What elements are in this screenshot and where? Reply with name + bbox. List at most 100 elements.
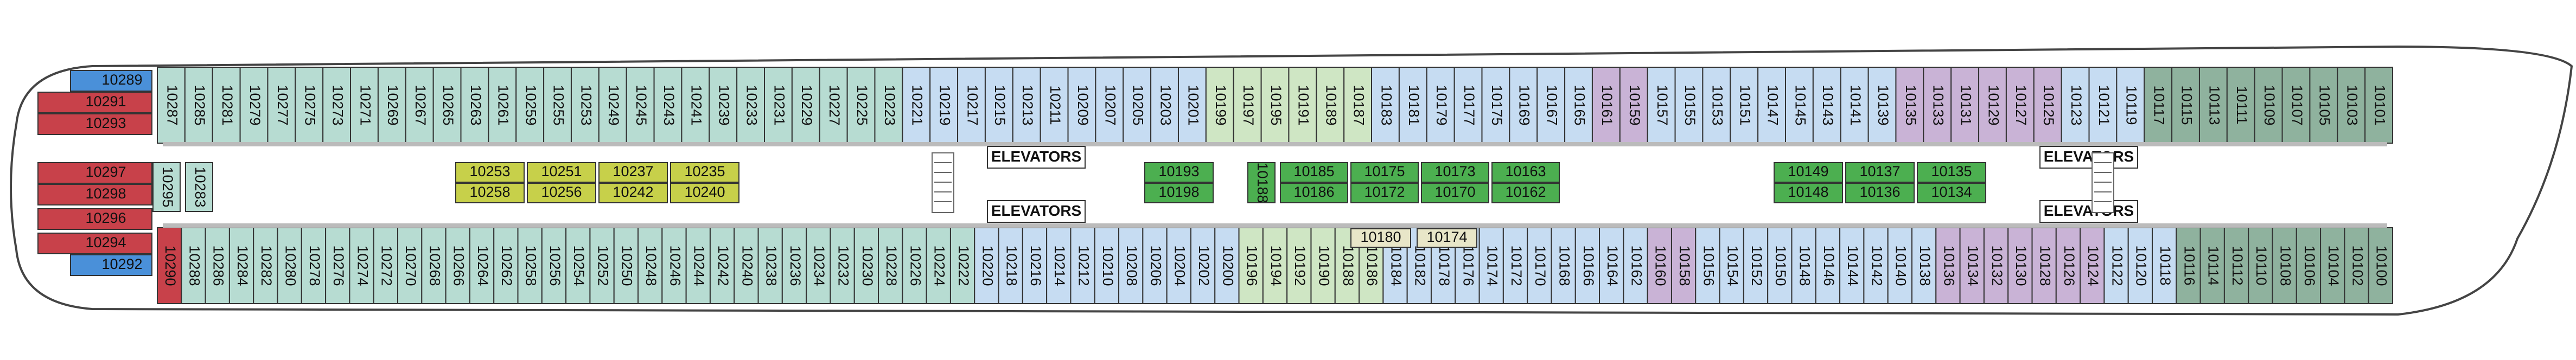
cabin-10238[interactable] [757,227,783,304]
cabin-10281[interactable] [212,67,241,144]
cabin-10114[interactable] [2199,227,2225,304]
cabin-10180[interactable] [1350,228,1411,248]
cabin-10275[interactable] [295,67,324,144]
inside-cabin-10240[interactable] [670,183,739,203]
inside-cabin-10251[interactable] [527,162,596,183]
cabin-10140[interactable] [1887,227,1912,304]
cabin-10125[interactable] [2033,67,2062,144]
elevators-aft-bottom[interactable]: ELEVATORS [2039,200,2138,223]
cabin-10280[interactable] [277,227,302,304]
suite-10291[interactable] [37,92,152,113]
elevators-fwd-top[interactable]: ELEVATORS [987,146,1086,169]
inside-cabin-10163[interactable] [1491,162,1560,183]
cabin-10145[interactable] [1784,67,1814,144]
cabin-10174[interactable] [1478,227,1504,304]
suite-10297[interactable] [37,162,152,184]
cabin-10241[interactable] [681,67,710,144]
cabin-10150[interactable] [1767,227,1793,304]
cabin-10153[interactable] [1702,67,1731,144]
cabin-10266[interactable] [445,227,470,304]
cabin-10270[interactable] [397,227,423,304]
cabin-10295[interactable] [152,162,181,212]
cabin-10209[interactable] [1067,67,1096,144]
cabin-10245[interactable] [626,67,655,144]
inside-cabin-10136[interactable] [1845,183,1915,203]
elevators-aft-top[interactable]: ELEVATORS [2039,146,2138,169]
cabin-10100[interactable] [2368,227,2393,304]
cabin-10121[interactable] [2088,67,2118,144]
cabin-10283[interactable] [185,162,213,212]
cabin-10172[interactable] [1502,227,1528,304]
cabin-10155[interactable] [1674,67,1704,144]
suite-10293[interactable] [37,113,152,135]
cabin-10229[interactable] [791,67,820,144]
cabin-10105[interactable] [2309,67,2338,144]
cabin-10256[interactable] [541,227,567,304]
cabin-10113[interactable] [2198,67,2228,144]
cabin-10139[interactable] [1867,67,1897,144]
inside-cabin-10188[interactable] [1247,162,1276,203]
inside-cabin-10198[interactable] [1144,183,1214,203]
suite-10292[interactable] [70,254,152,276]
cabin-10255[interactable] [543,67,572,144]
inside-cabin-10185[interactable] [1280,162,1348,183]
cabin-10143[interactable] [1812,67,1841,144]
cabin-10201[interactable] [1177,67,1207,144]
cabin-10288[interactable] [181,227,206,304]
cabin-10273[interactable] [322,67,352,144]
cabin-10101[interactable] [2364,67,2393,144]
cabin-10152[interactable] [1743,227,1769,304]
cabin-10263[interactable] [460,67,489,144]
inside-cabin-10253[interactable] [455,162,525,183]
cabin-10200[interactable] [1214,227,1240,304]
cabin-10181[interactable] [1398,67,1427,144]
cabin-10103[interactable] [2337,67,2366,144]
cabin-10116[interactable] [2176,227,2201,304]
inside-cabin-10172[interactable] [1350,183,1419,203]
cabin-10161[interactable] [1591,67,1621,144]
cabin-10123[interactable] [2061,67,2090,144]
cabin-10244[interactable] [685,227,711,304]
cabin-10147[interactable] [1757,67,1786,144]
cabin-10187[interactable] [1343,67,1373,144]
cabin-10210[interactable] [1094,227,1120,304]
inside-cabin-10149[interactable] [1774,162,1843,183]
cabin-10127[interactable] [2005,67,2035,144]
inside-cabin-10148[interactable] [1774,183,1843,203]
cabin-10226[interactable] [902,227,927,304]
inside-cabin-10134[interactable] [1917,183,1986,203]
inside-cabin-10162[interactable] [1491,183,1560,203]
inside-cabin-10193[interactable] [1144,162,1214,183]
inside-cabin-10256[interactable] [527,183,596,203]
cabin-10208[interactable] [1118,227,1144,304]
cabin-10279[interactable] [239,67,269,144]
cabin-10177[interactable] [1453,67,1483,144]
cabin-10156[interactable] [1695,227,1720,304]
cabin-10249[interactable] [598,67,627,144]
cabin-10232[interactable] [830,227,855,304]
cabin-10202[interactable] [1190,227,1216,304]
inside-cabin-10235[interactable] [670,162,739,183]
suite-10296[interactable] [37,208,152,230]
cabin-10132[interactable] [1983,227,2009,304]
cabin-10130[interactable] [2007,227,2033,304]
cabin-10174[interactable] [1417,228,1477,248]
cabin-10107[interactable] [2281,67,2311,144]
cabin-10259[interactable] [515,67,545,144]
cabin-10164[interactable] [1599,227,1624,304]
cabin-10120[interactable] [2127,227,2153,304]
cabin-10189[interactable] [1316,67,1345,144]
cabin-10196[interactable] [1238,227,1264,304]
cabin-10203[interactable] [1150,67,1179,144]
suite-10289[interactable] [70,70,152,92]
inside-cabin-10175[interactable] [1350,162,1419,183]
cabin-10284[interactable] [228,227,254,304]
cabin-10141[interactable] [1840,67,1869,144]
inside-cabin-10137[interactable] [1845,162,1915,183]
cabin-10128[interactable] [2031,227,2057,304]
cabin-10211[interactable] [1040,67,1069,144]
cabin-10191[interactable] [1288,67,1317,144]
cabin-10197[interactable] [1233,67,1262,144]
suite-10298[interactable] [37,184,152,205]
cabin-10129[interactable] [1978,67,2007,144]
